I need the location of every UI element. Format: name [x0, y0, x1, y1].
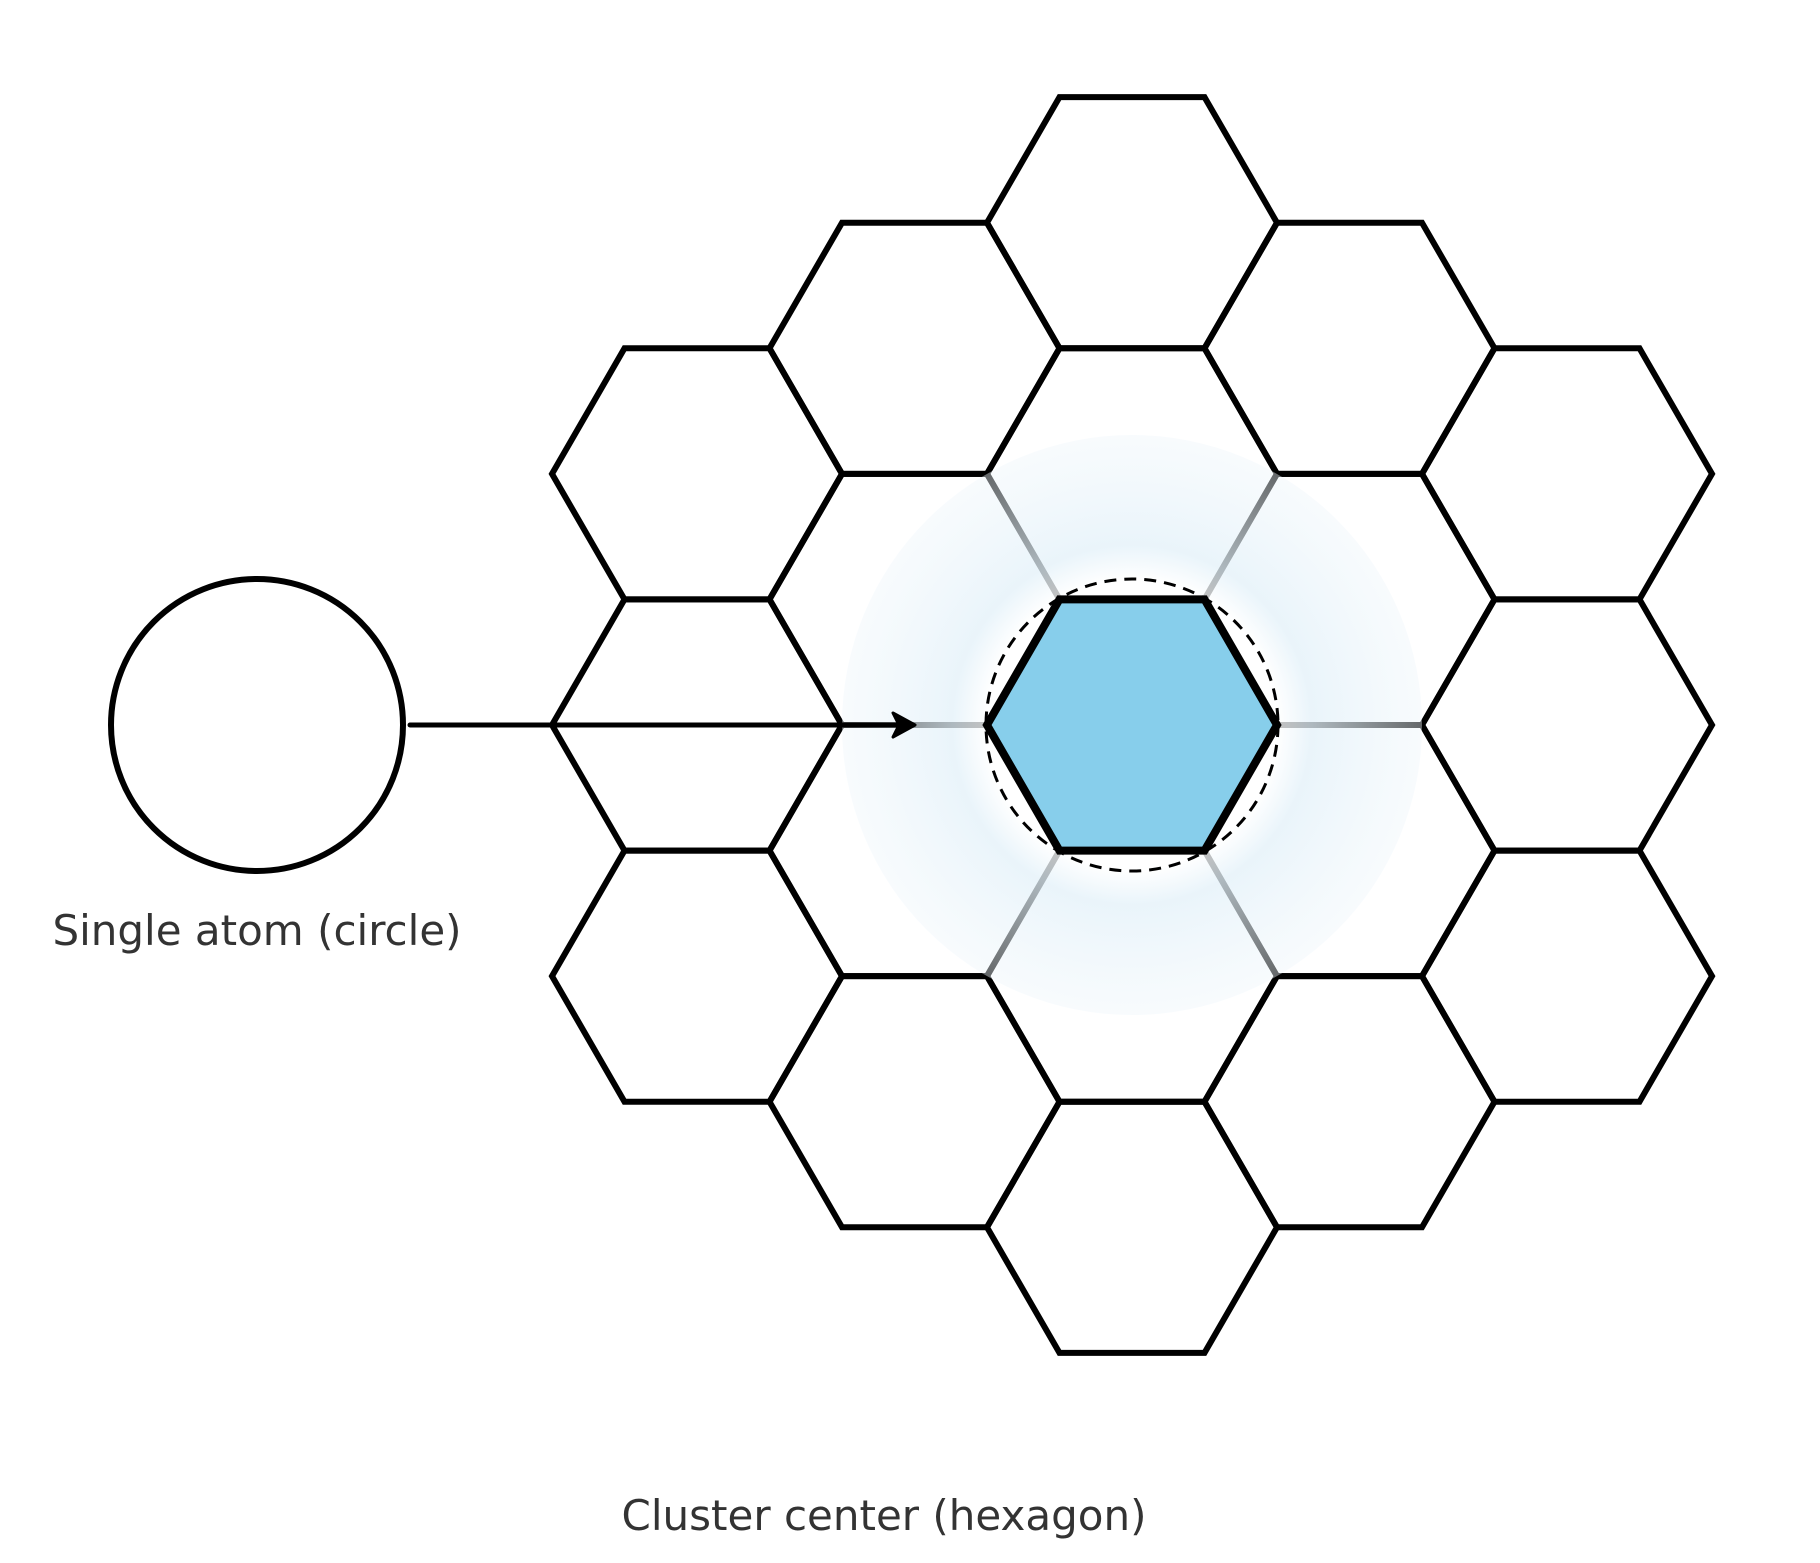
lattice-hexagon — [983, 1098, 1281, 1356]
lattice-hexagon — [1418, 596, 1716, 854]
lattice-hexagon — [1418, 847, 1716, 1105]
lattice-hexagon — [983, 94, 1281, 352]
lattice-hexagon — [766, 219, 1063, 477]
single-atom-circle — [108, 576, 406, 874]
cluster-center-label: Cluster center (hexagon) — [622, 1491, 1147, 1540]
lattice-hexagon — [1201, 973, 1498, 1231]
single-atom-label: Single atom (circle) — [52, 906, 461, 955]
lattice-hexagon — [1201, 219, 1498, 477]
arrow-head-icon — [891, 711, 917, 739]
lattice-hexagon — [1418, 345, 1716, 603]
lattice-hexagon — [548, 345, 846, 603]
lattice-hexagon — [766, 973, 1063, 1231]
dashed-circle-outline — [984, 577, 1280, 873]
lattice-hexagon — [548, 847, 846, 1105]
